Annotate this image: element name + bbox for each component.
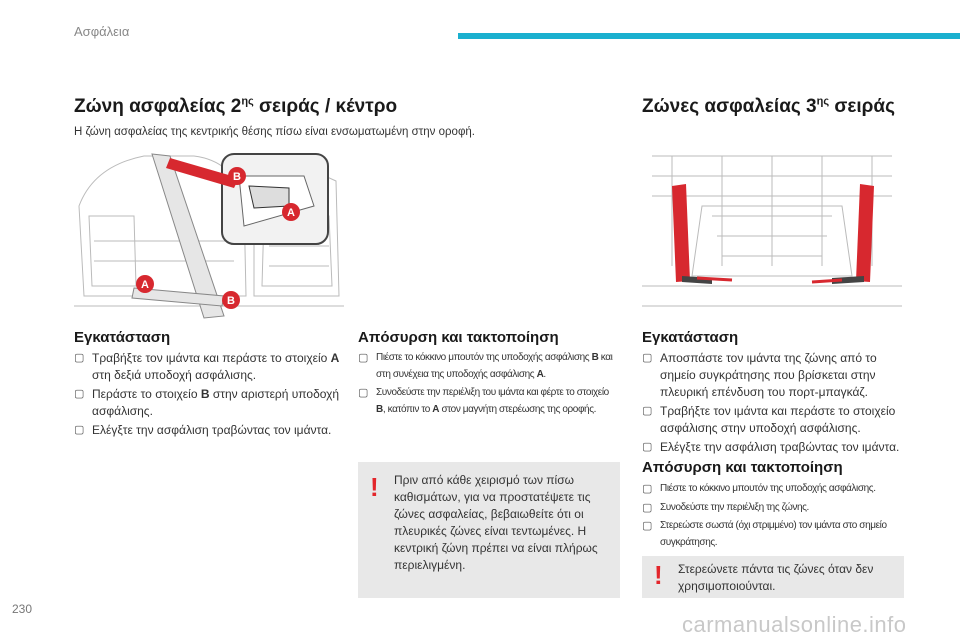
label-a-detail: A <box>287 207 295 219</box>
list-item: ▢Περάστε το στοιχείο B στην αριστερή υπο… <box>74 387 340 418</box>
left-install-heading: Εγκατάσταση <box>74 329 171 346</box>
list-item: ▢Τραβήξτε τον ιμάντα και περάστε το στοι… <box>74 351 340 382</box>
bullet-icon: ▢ <box>642 483 652 495</box>
right-warning-text: Στερεώνετε πάντα τις ζώνες όταν δεν χρησ… <box>678 562 874 593</box>
list-item: ▢Πιέστε το κόκκινο μπουτόν της υποδοχής … <box>642 481 904 498</box>
left-title-rest: σειράς / κέντρο <box>253 96 398 117</box>
right-title-rest: σειράς <box>829 96 895 117</box>
bullet-icon: ▢ <box>642 441 653 453</box>
page-number: 230 <box>12 602 33 616</box>
bullet-icon: ▢ <box>642 405 653 417</box>
label-b-detail: B <box>233 171 241 183</box>
left-intro: Η ζώνη ασφαλείας της κεντρικής θέσης πίσ… <box>74 126 476 138</box>
label-b-seat: B <box>227 295 235 307</box>
left-title-sup: ης <box>241 95 254 108</box>
middle-removal-list: ▢Πιέστε το κόκκινο μπουτόν της υποδοχής … <box>358 350 620 420</box>
middle-warning-box: ! Πριν από κάθε χειρισμό των πίσω καθισμ… <box>358 462 620 598</box>
right-removal-heading: Απόσυρση και τακτοποίηση <box>642 459 843 476</box>
bullet-icon: ▢ <box>642 501 652 514</box>
warning-icon: ! <box>370 472 379 502</box>
third-row-belt-illustration <box>642 146 902 322</box>
list-item: ▢Συνοδεύστε την περιέλιξη της ζώνης. <box>642 500 904 517</box>
right-install-list: ▢Αποσπάστε τον ιμάντα της ζώνης από το σ… <box>642 350 904 458</box>
watermark: carmanualsonline.info <box>682 612 907 637</box>
bullet-icon: ▢ <box>642 520 652 532</box>
bullet-icon: ▢ <box>74 388 85 400</box>
bullet-icon: ▢ <box>74 424 85 436</box>
left-title: Ζώνη ασφαλείας 2ης σειράς / κέντρο <box>74 96 397 118</box>
center-belt-illustration: B A A B <box>74 146 344 322</box>
section-title: Ασφάλεια <box>74 24 130 39</box>
label-a-seat: A <box>141 279 149 291</box>
right-title-sup: ης <box>816 95 830 108</box>
middle-warning-text: Πριν από κάθε χειρισμό των πίσω καθισμάτ… <box>394 473 598 572</box>
list-item: ▢Τραβήξτε τον ιμάντα και περάστε το στοι… <box>642 404 896 435</box>
header-accent-bar <box>458 33 960 39</box>
middle-removal-heading: Απόσυρση και τακτοποίηση <box>358 329 559 346</box>
left-title-main: Ζώνη ασφαλείας 2 <box>74 96 242 117</box>
list-item: ▢Στερεώστε σωστά (όχι στριμμένο) τον ιμά… <box>642 520 887 548</box>
bullet-icon: ▢ <box>358 352 368 364</box>
list-item: ▢Ελέγξτε την ασφάλιση τραβώντας τον ιμάν… <box>74 423 332 437</box>
left-install-list: ▢Τραβήξτε τον ιμάντα και περάστε το στοι… <box>74 350 344 441</box>
list-item: ▢Ελέγξτε την ασφάλιση τραβώντας τον ιμάν… <box>642 440 900 454</box>
list-item: ▢Πιέστε το κόκκινο μπουτόν της υποδοχής … <box>358 352 613 380</box>
right-install-heading: Εγκατάσταση <box>642 329 739 346</box>
right-title: Ζώνες ασφαλείας 3ης σειράς <box>642 96 895 118</box>
right-removal-list: ▢Πιέστε το κόκκινο μπουτόν της υποδοχής … <box>642 481 904 553</box>
bullet-icon: ▢ <box>74 352 85 364</box>
warning-icon: ! <box>654 560 663 590</box>
right-title-main: Ζώνες ασφαλείας 3 <box>642 96 817 117</box>
list-item: ▢Συνοδεύστε την περιέλιξη του ιμάντα και… <box>358 387 609 415</box>
bullet-icon: ▢ <box>642 352 653 364</box>
right-warning-box: ! Στερεώνετε πάντα τις ζώνες όταν δεν χρ… <box>642 556 904 598</box>
bullet-icon: ▢ <box>358 387 368 399</box>
list-item: ▢Αποσπάστε τον ιμάντα της ζώνης από το σ… <box>642 351 877 399</box>
